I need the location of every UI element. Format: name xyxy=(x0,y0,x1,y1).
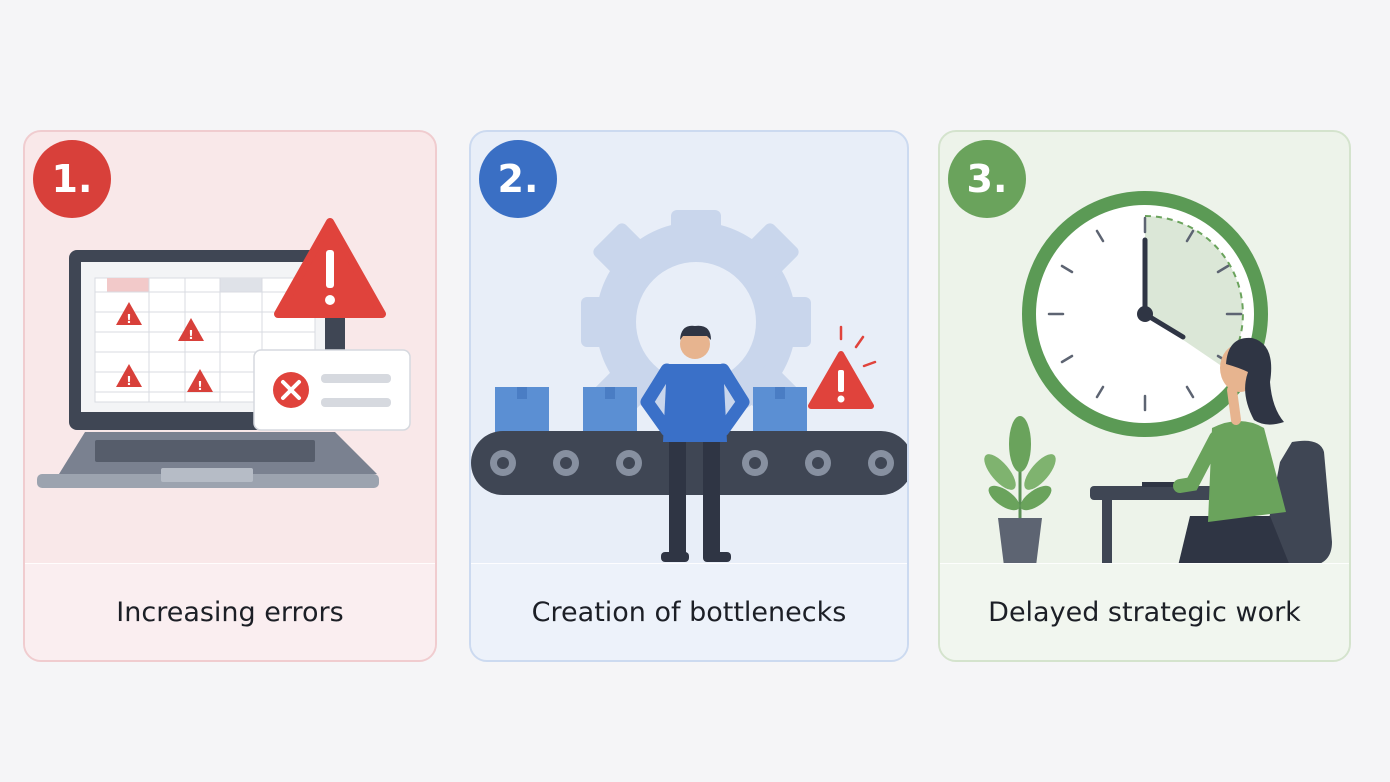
card-increasing-errors: 1. xyxy=(23,130,437,662)
chair-icon xyxy=(1260,440,1332,566)
number-badge: 1. xyxy=(33,140,111,218)
delayed-work-illustration xyxy=(984,191,1332,568)
warning-icon xyxy=(274,218,386,382)
svg-text:!: ! xyxy=(126,374,131,388)
plant-icon xyxy=(984,416,1056,566)
svg-text:!: ! xyxy=(126,312,131,326)
number-badge: 3. xyxy=(948,140,1026,218)
number-badge: 2. xyxy=(479,140,557,218)
clock-icon xyxy=(1022,191,1268,437)
person-icon xyxy=(1173,337,1290,566)
card-caption: Delayed strategic work xyxy=(940,563,1349,660)
card-caption: Creation of bottlenecks xyxy=(471,563,907,660)
error-dialog-icon xyxy=(253,349,411,431)
bottleneck-illustration xyxy=(471,210,907,562)
laptop-errors-illustration: ! ! ! ! xyxy=(37,218,411,488)
card-caption: Increasing errors xyxy=(25,563,435,660)
warning-icon xyxy=(116,302,213,392)
gear-icon xyxy=(581,210,811,434)
svg-text:!: ! xyxy=(197,379,202,393)
person-icon xyxy=(640,325,750,562)
conveyor-belt-icon xyxy=(471,431,907,495)
warning-icon xyxy=(808,325,877,409)
card-creation-of-bottlenecks: 2. xyxy=(469,130,909,662)
svg-text:!: ! xyxy=(188,328,193,342)
card-delayed-strategic-work: 3. xyxy=(938,130,1351,662)
